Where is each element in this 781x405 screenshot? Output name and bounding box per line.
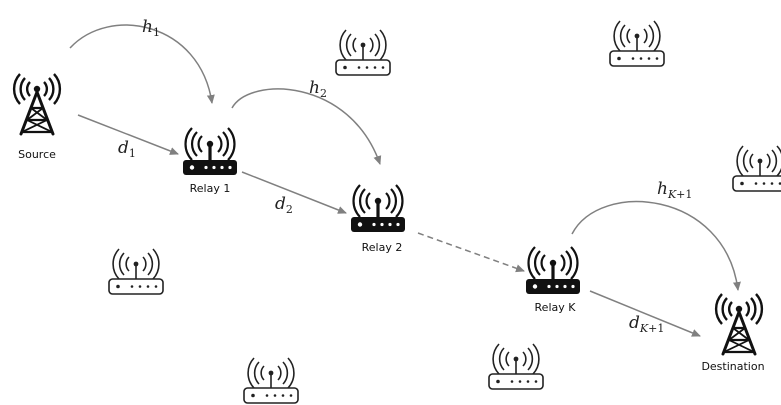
idle-router-icon: [609, 20, 665, 67]
h1-label: h1: [142, 17, 160, 39]
dK1-label: dK+1: [629, 313, 664, 335]
h2-label: h2: [309, 78, 327, 100]
d2-link-arrow: [241, 171, 347, 214]
idle-router-icon: [335, 29, 391, 76]
idle-router-icon: [243, 357, 299, 404]
cell-tower-icon: [714, 292, 764, 356]
idle-router-icon: [108, 248, 164, 295]
idle-router-icon: [732, 145, 781, 192]
hK1-channel-arrow: [571, 200, 741, 291]
d1-label: d1: [118, 138, 136, 160]
dK1-link-arrow: [589, 290, 701, 337]
h1-channel-arrow: [69, 24, 215, 104]
h2-channel-arrow: [231, 88, 382, 165]
destination-label: Destination: [701, 360, 764, 373]
dashed-continuation-arrow: [417, 232, 525, 273]
router-icon: [349, 183, 407, 234]
d2-label: d2: [275, 194, 293, 216]
hK1-label: hK+1: [657, 179, 692, 201]
source-label: Source: [18, 148, 56, 161]
relay-1-node: Relay 1: [181, 126, 239, 195]
relay-k-node: Relay K: [524, 245, 582, 314]
d1-link-arrow: [77, 114, 179, 155]
cell-tower-icon: [12, 72, 62, 136]
relay-2-node: Relay 2: [349, 183, 407, 254]
router-icon: [524, 245, 582, 296]
relay-1-label: Relay 1: [190, 182, 231, 195]
idle-router-icon: [488, 343, 544, 390]
relay-k-label: Relay K: [535, 301, 577, 314]
router-icon: [181, 126, 239, 177]
destination-node: Destination: [701, 292, 765, 373]
relay-2-label: Relay 2: [362, 241, 403, 254]
source-node: Source: [12, 72, 62, 161]
